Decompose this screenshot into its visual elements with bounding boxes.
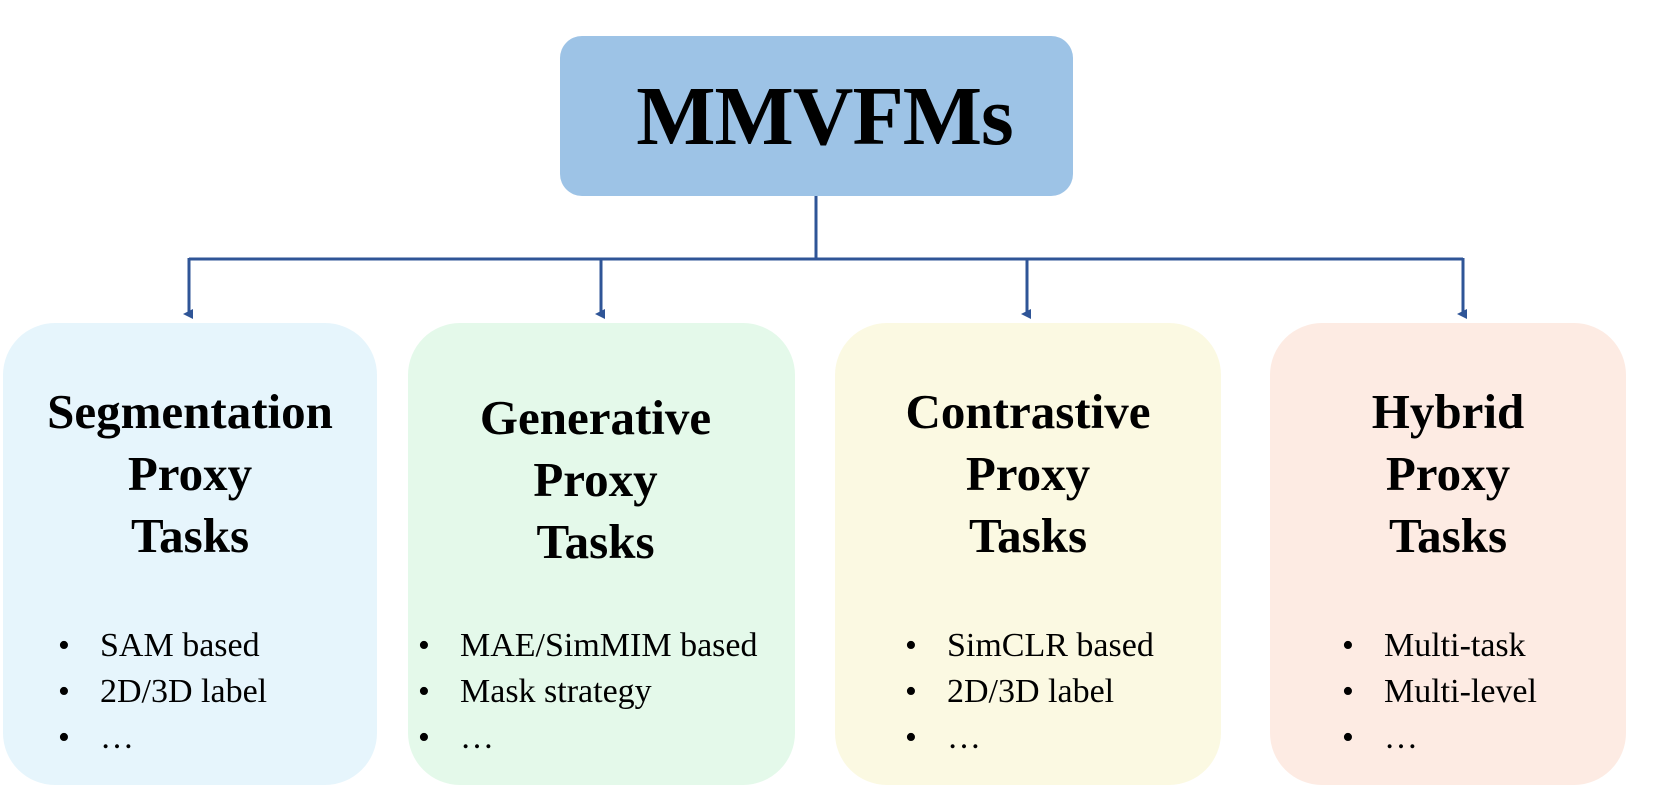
list-item: Mask strategy [418, 669, 758, 715]
list-item: MAE/SimMIM based [418, 623, 758, 669]
card-title-line: Generative [479, 390, 712, 445]
contrastive-card: Contrastive Proxy Tasks SimCLR based 2D/… [835, 323, 1221, 785]
card-title-line: Tasks [1388, 508, 1508, 563]
card-title-line: Proxy [965, 446, 1091, 501]
list-item: 2D/3D label [58, 669, 267, 715]
hybrid-card-title: Hybrid Proxy Tasks [1270, 381, 1626, 567]
card-title-line: Proxy [127, 446, 253, 501]
card-title-line: Segmentation [47, 384, 333, 439]
contrastive-bullet-list: SimCLR based 2D/3D label … [905, 623, 1154, 761]
segmentation-card-title: Segmentation Proxy Tasks [3, 381, 377, 567]
segmentation-bullet-list: SAM based 2D/3D label … [58, 623, 267, 761]
list-item: Multi-task [1342, 623, 1537, 669]
list-item: … [905, 715, 1154, 761]
contrastive-card-title: Contrastive Proxy Tasks [835, 381, 1221, 567]
hybrid-bullet-list: Multi-task Multi-level … [1342, 623, 1537, 761]
card-title-line: Tasks [536, 514, 655, 569]
list-item: Multi-level [1342, 669, 1537, 715]
card-title-line: Proxy [1385, 446, 1511, 501]
card-title-line: Proxy [533, 452, 658, 507]
generative-bullet-list: MAE/SimMIM based Mask strategy … [418, 623, 758, 761]
generative-card-title: Generative Proxy Tasks [396, 387, 795, 573]
root-node: MMVFMs [560, 36, 1073, 196]
card-title-line: Contrastive [905, 384, 1151, 439]
list-item: SimCLR based [905, 623, 1154, 669]
list-item: … [58, 715, 267, 761]
hybrid-card: Hybrid Proxy Tasks Multi-task Multi-leve… [1270, 323, 1626, 785]
list-item: 2D/3D label [905, 669, 1154, 715]
card-title-line: Tasks [130, 508, 250, 563]
generative-card: Generative Proxy Tasks MAE/SimMIM based … [408, 323, 795, 785]
root-title: MMVFMs [636, 69, 1014, 163]
list-item: … [1342, 715, 1537, 761]
card-title-line: Hybrid [1371, 384, 1525, 439]
card-title-line: Tasks [968, 508, 1088, 563]
list-item: … [418, 715, 758, 761]
segmentation-card: Segmentation Proxy Tasks SAM based 2D/3D… [3, 323, 377, 785]
list-item: SAM based [58, 623, 267, 669]
